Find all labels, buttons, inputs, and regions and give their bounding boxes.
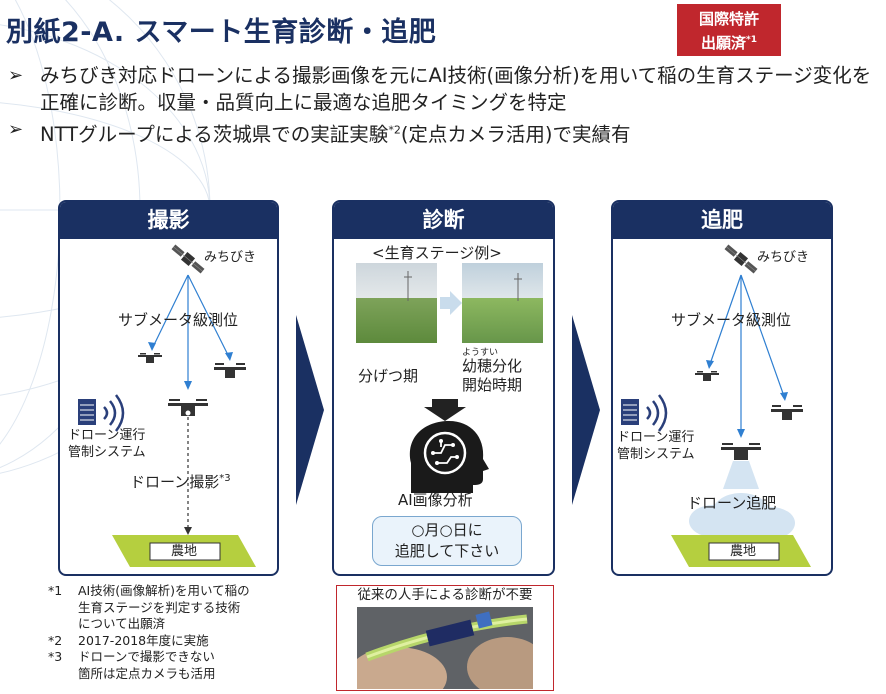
drone-fertilize-label: ドローン追肥 <box>687 494 777 512</box>
arrow-down-icon <box>424 399 466 421</box>
footnote-item: *2 2017-2018年度に実施 <box>48 632 209 648</box>
drone-icon <box>721 443 761 460</box>
drone-icon <box>771 405 803 420</box>
bullet-text: みちびき対応ドローンによる撮影画像を元にAI技術(画像分析)を用いて稲の生育ステ… <box>40 64 872 114</box>
panel-fertilize: 追肥 <box>611 200 833 576</box>
diagnosis-result-bubble: ○月○日に 追肥して下さい <box>372 516 522 566</box>
bullet-item: ➢ NTTグループによる茨城県での実証実験*2(定点カメラ活用)で実績有 <box>6 116 882 148</box>
drone-icon <box>214 363 246 378</box>
field-icon <box>112 535 256 567</box>
patent-badge-line2: 出願済*1 <box>701 34 757 52</box>
arrow-down-icon <box>184 527 192 535</box>
field-icon <box>671 535 811 567</box>
server-icon <box>621 399 639 425</box>
manual-inspection-photo <box>357 607 533 689</box>
satellite-icon <box>171 244 205 274</box>
panel-diagnosis: 診断 <生育ステージ例> 分げつ期 ようすい 幼穂分化 開始時期 <box>332 200 555 576</box>
positioning-label: サブメータ級測位 <box>671 311 792 329</box>
patent-badge-line1: 国際特許 <box>698 10 759 28</box>
panel-fertilize-title: 追肥 <box>613 202 831 239</box>
stage1-label: 分げつ期 <box>358 367 419 385</box>
page-title: 別紙2-A. スマート生育診断・追肥 <box>6 17 437 48</box>
bullet-arrow-icon: ➢ <box>8 119 24 140</box>
drone-icon <box>695 371 719 381</box>
control-system-label: ドローン運行 管制システム <box>617 430 695 462</box>
signal-waves-icon <box>646 394 668 432</box>
drone-capture-label: ドローン撮影*3 <box>130 473 231 491</box>
stage2-label: 幼穂分化 開始時期 <box>462 357 523 394</box>
spray-cloud-icon <box>689 461 795 543</box>
panel-diagnosis-title: 診断 <box>334 202 553 239</box>
capture-diagram <box>78 244 256 567</box>
footnote-item: *1 AI技術(画像解析)を用いて稲の 生育ステージを判定する技術 について出願… <box>48 583 250 631</box>
panel-capture: 撮影 <box>58 200 279 576</box>
signal-waves-icon <box>103 394 125 432</box>
drone-icon <box>138 353 162 363</box>
panel-capture-title: 撮影 <box>60 202 277 239</box>
patent-badge: 国際特許 出願済*1 <box>677 4 781 56</box>
footnote-item: *3 ドローンで撮影できない 箇所は定点カメラも活用 <box>48 649 216 681</box>
bullet-list: ➢ みちびき対応ドローンによる撮影画像を元にAI技術(画像分析)を用いて稲の生育… <box>6 62 882 148</box>
control-system-label: ドローン運行 管制システム <box>68 428 146 460</box>
positioning-label: サブメータ級測位 <box>118 311 239 329</box>
satellite-label: みちびき <box>204 250 257 265</box>
stage1-photo <box>356 263 437 343</box>
satellite-label: みちびき <box>757 250 810 265</box>
chevron-right-icon <box>296 315 324 505</box>
footnotes: *1 AI技術(画像解析)を用いて稲の 生育ステージを判定する技術 について出願… <box>48 583 318 682</box>
drone-icon <box>168 399 208 416</box>
ai-analysis-label: AI画像分析 <box>398 491 473 509</box>
ai-diagram <box>409 399 489 493</box>
stage2-ruby: ようすい <box>462 348 499 358</box>
bullet-arrow-icon: ➢ <box>8 65 24 86</box>
bullet-text: NTTグループによる茨城県での実証実験*2(定点カメラ活用)で実績有 <box>40 122 631 146</box>
stage-example-label: <生育ステージ例> <box>372 244 502 262</box>
manual-diagnosis-note-title: 従来の人手による診断が不要 <box>357 587 533 603</box>
field-label: 農地 <box>730 544 757 559</box>
server-icon <box>78 399 96 425</box>
satellite-icon <box>724 244 758 274</box>
chevron-right-icon <box>572 315 600 505</box>
ai-head-icon <box>409 421 489 493</box>
fertilize-diagram <box>621 244 811 567</box>
manual-diagnosis-note: 従来の人手による診断が不要 <box>336 585 554 691</box>
stage-arrow-icon <box>440 291 462 315</box>
field-label: 農地 <box>171 544 198 559</box>
stage2-photo <box>462 263 543 343</box>
bullet-item: ➢ みちびき対応ドローンによる撮影画像を元にAI技術(画像分析)を用いて稲の生育… <box>6 62 882 116</box>
